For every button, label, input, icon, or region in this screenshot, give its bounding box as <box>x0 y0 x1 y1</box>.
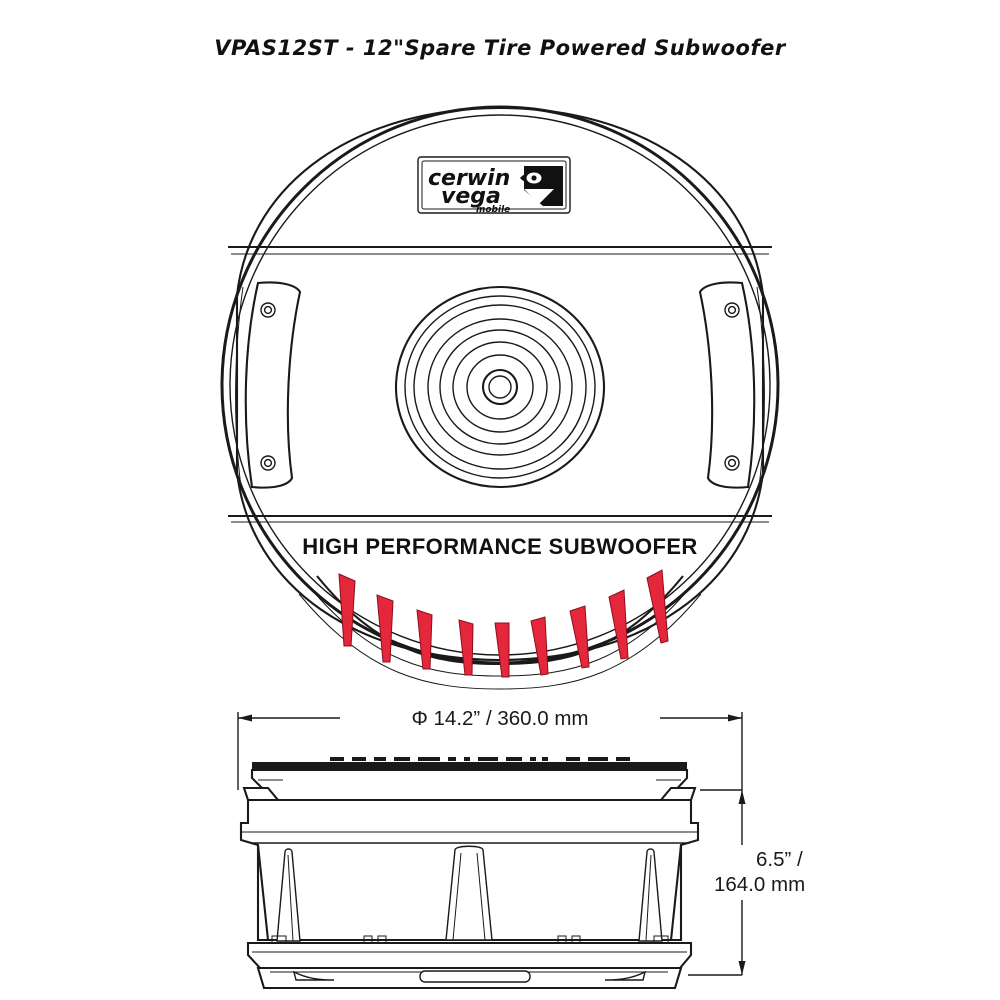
vent-fin <box>569 605 590 669</box>
height-arrow-top <box>738 790 746 804</box>
rib-center <box>445 845 493 941</box>
rib-left <box>276 848 301 942</box>
width-dimension: Φ 14.2” / 360.0 mm <box>237 707 743 790</box>
height-dimension-label-line2: 164.0 mm <box>714 873 805 896</box>
logo-text-mobile: mobile <box>476 205 510 215</box>
side-profile-view <box>239 757 700 990</box>
bracket-right-plate <box>698 281 756 489</box>
bracket-right-screw-top <box>724 302 740 318</box>
bottom-handle-slot <box>419 970 531 983</box>
vent-fin <box>530 616 549 676</box>
band-label: HIGH PERFORMANCE SUBWOOFER <box>302 534 697 559</box>
width-arrow-right <box>728 714 742 722</box>
base-plate <box>246 941 693 970</box>
vent-fin <box>376 594 394 663</box>
cover-body-outline <box>235 106 765 662</box>
bracket-left-screw-bottom <box>260 455 276 471</box>
top-cap <box>250 768 689 802</box>
bracket-right-edge-line <box>756 286 765 488</box>
bracket-left[interactable] <box>235 281 302 489</box>
lower-seam <box>228 514 772 523</box>
bracket-right-screw-bottom <box>724 455 740 471</box>
logo-text-vega: vega <box>441 184 501 209</box>
vent-fin <box>458 619 474 676</box>
tray-cutout-left <box>292 970 335 981</box>
grille-slot-ticks <box>330 757 630 761</box>
rib-right <box>638 848 663 942</box>
width-arrow-left <box>238 714 252 722</box>
logo-plate-inner <box>421 160 567 210</box>
front-view: HIGH PERFORMANCE SUBWOOFER <box>220 105 780 690</box>
bracket-left-plate <box>244 281 302 489</box>
bracket-right[interactable] <box>698 281 765 489</box>
bracket-left-edge-line <box>235 286 244 488</box>
tray-cutout-right <box>604 970 647 981</box>
eye-v-emblem-icon <box>520 166 563 206</box>
vent-fin <box>494 622 510 678</box>
height-arrow-bottom <box>738 961 746 975</box>
bracket-left-screw-top <box>260 302 276 318</box>
height-dimension-label-line1: 6.5” / <box>756 848 803 871</box>
page-title: VPAS12ST - 12"Spare Tire Powered Subwoof… <box>214 36 786 60</box>
vent-fin <box>338 573 356 647</box>
vent-fin <box>416 609 433 670</box>
dust-cap <box>481 368 519 406</box>
brand-logo: cerwin vega mobile <box>417 156 571 215</box>
speaker-cone <box>394 285 606 489</box>
body-taper-right <box>669 844 683 941</box>
height-dimension: 6.5” / 164.0 mm <box>688 789 805 976</box>
width-dimension-label: Φ 14.2” / 360.0 mm <box>411 707 588 730</box>
vent-fins <box>338 569 669 678</box>
vent-fin <box>646 569 669 644</box>
vent-fin <box>608 589 629 660</box>
body-taper-left <box>256 844 270 941</box>
logo-text-cerwin: cerwin <box>428 166 510 191</box>
grille-slot-band <box>252 762 687 769</box>
upper-seam <box>228 245 772 255</box>
